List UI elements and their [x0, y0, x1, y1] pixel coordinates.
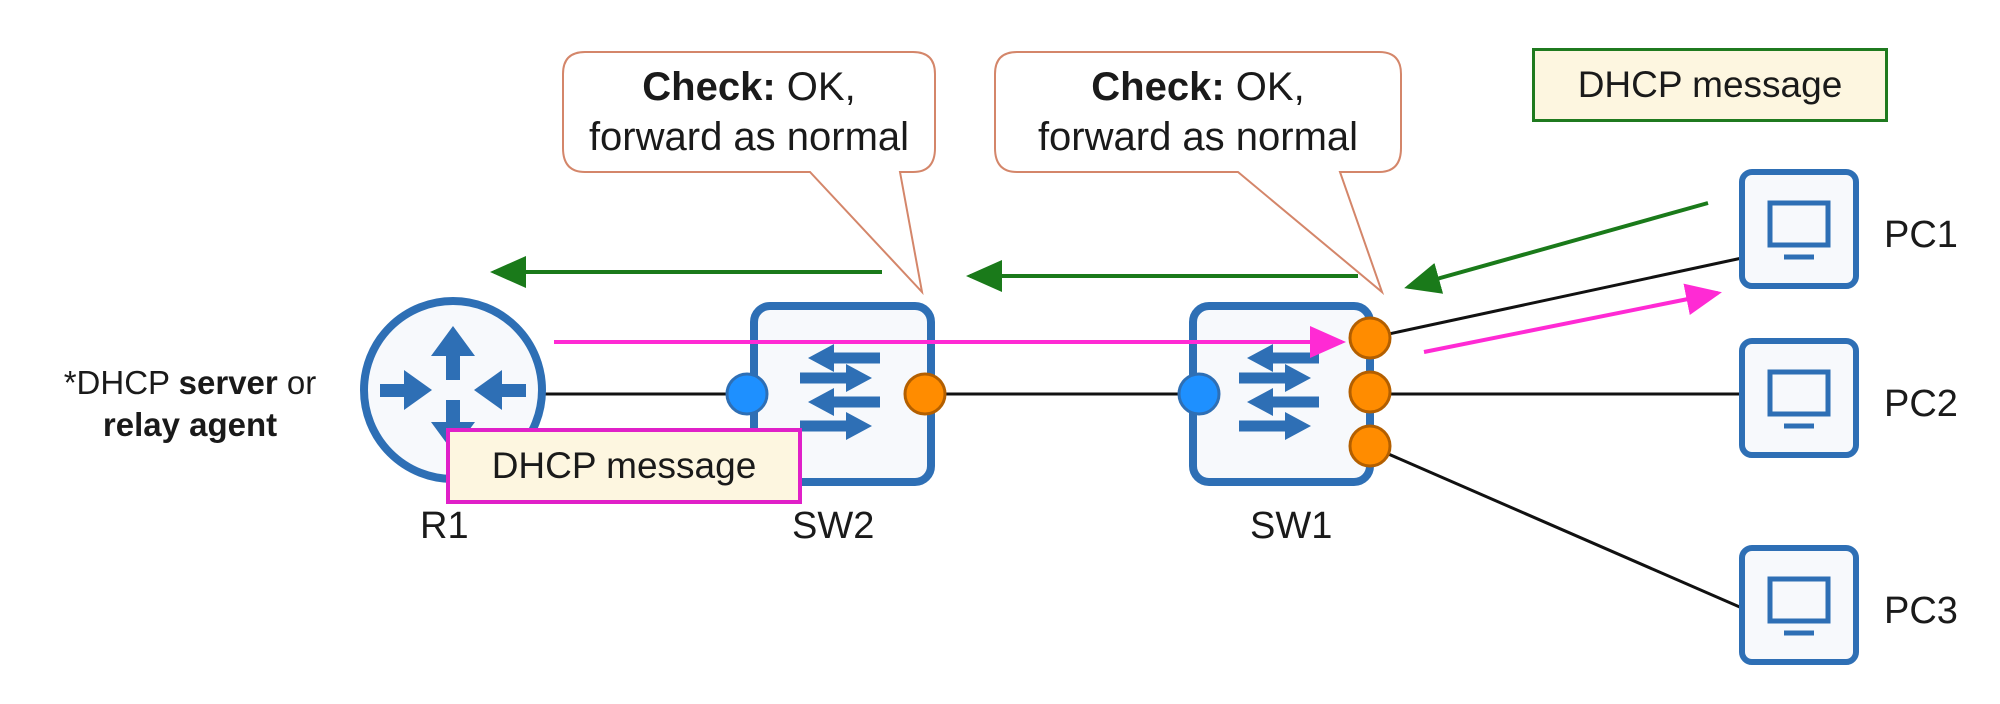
dhcp-message-box-green: DHCP message: [1532, 48, 1888, 122]
label-r1: R1: [420, 505, 469, 547]
monitor-icon: [1767, 200, 1831, 260]
monitor-icon: [1767, 576, 1831, 636]
label-sw2: SW2: [792, 505, 875, 547]
dhcp-message-box-magenta: DHCP message: [446, 428, 802, 504]
label-pc2: PC2: [1884, 383, 1958, 425]
label-pc1: PC1: [1884, 214, 1958, 256]
port-sw2-right: [903, 372, 947, 416]
dhcp-message-label: DHCP message: [491, 445, 757, 486]
server-note-or: or: [277, 364, 317, 401]
pc-pc1[interactable]: [1739, 169, 1859, 289]
check-label: Check:: [642, 65, 776, 109]
label-pc3: PC3: [1884, 590, 1958, 632]
port-sw2-left: [725, 372, 769, 416]
port-sw1-pc1: [1348, 316, 1392, 360]
check-bubble-sw1: [994, 51, 1402, 296]
check-label: Check:: [1091, 65, 1225, 109]
server-note: *DHCP server or relay agent: [38, 362, 342, 446]
server-note-prefix: *DHCP: [63, 364, 179, 401]
server-note-server: server: [178, 364, 278, 401]
check-result: OK,: [775, 65, 856, 109]
link-sw1-pc1: [1369, 256, 1743, 340]
port-sw1-pc3: [1348, 424, 1392, 468]
check-result: OK,: [1224, 65, 1305, 109]
link-sw1-pc3: [1369, 444, 1743, 610]
port-sw1-pc2: [1348, 370, 1392, 414]
check-bubble-sw2-text: Check: OK, forward as normal: [563, 62, 935, 162]
green-arrow-pc1-to-sw1: [1404, 201, 1709, 294]
dhcp-message-label: DHCP message: [1577, 64, 1843, 105]
magenta-arrow-sw1-to-pc1: [1423, 283, 1722, 354]
check-bubble-sw2: [562, 51, 936, 296]
monitor-icon: [1767, 369, 1831, 429]
switch-arrows-icon: [1239, 344, 1319, 440]
port-sw1-left: [1177, 372, 1221, 416]
pc-pc2[interactable]: [1739, 338, 1859, 458]
check-bubble-sw1-text: Check: OK, forward as normal: [995, 62, 1401, 162]
switch-arrows-icon: [800, 344, 880, 440]
label-sw1: SW1: [1250, 505, 1333, 547]
server-note-relay: relay agent: [102, 406, 278, 443]
check-action: forward as normal: [1037, 115, 1359, 159]
check-action: forward as normal: [588, 115, 910, 159]
pc-pc3[interactable]: [1739, 545, 1859, 665]
